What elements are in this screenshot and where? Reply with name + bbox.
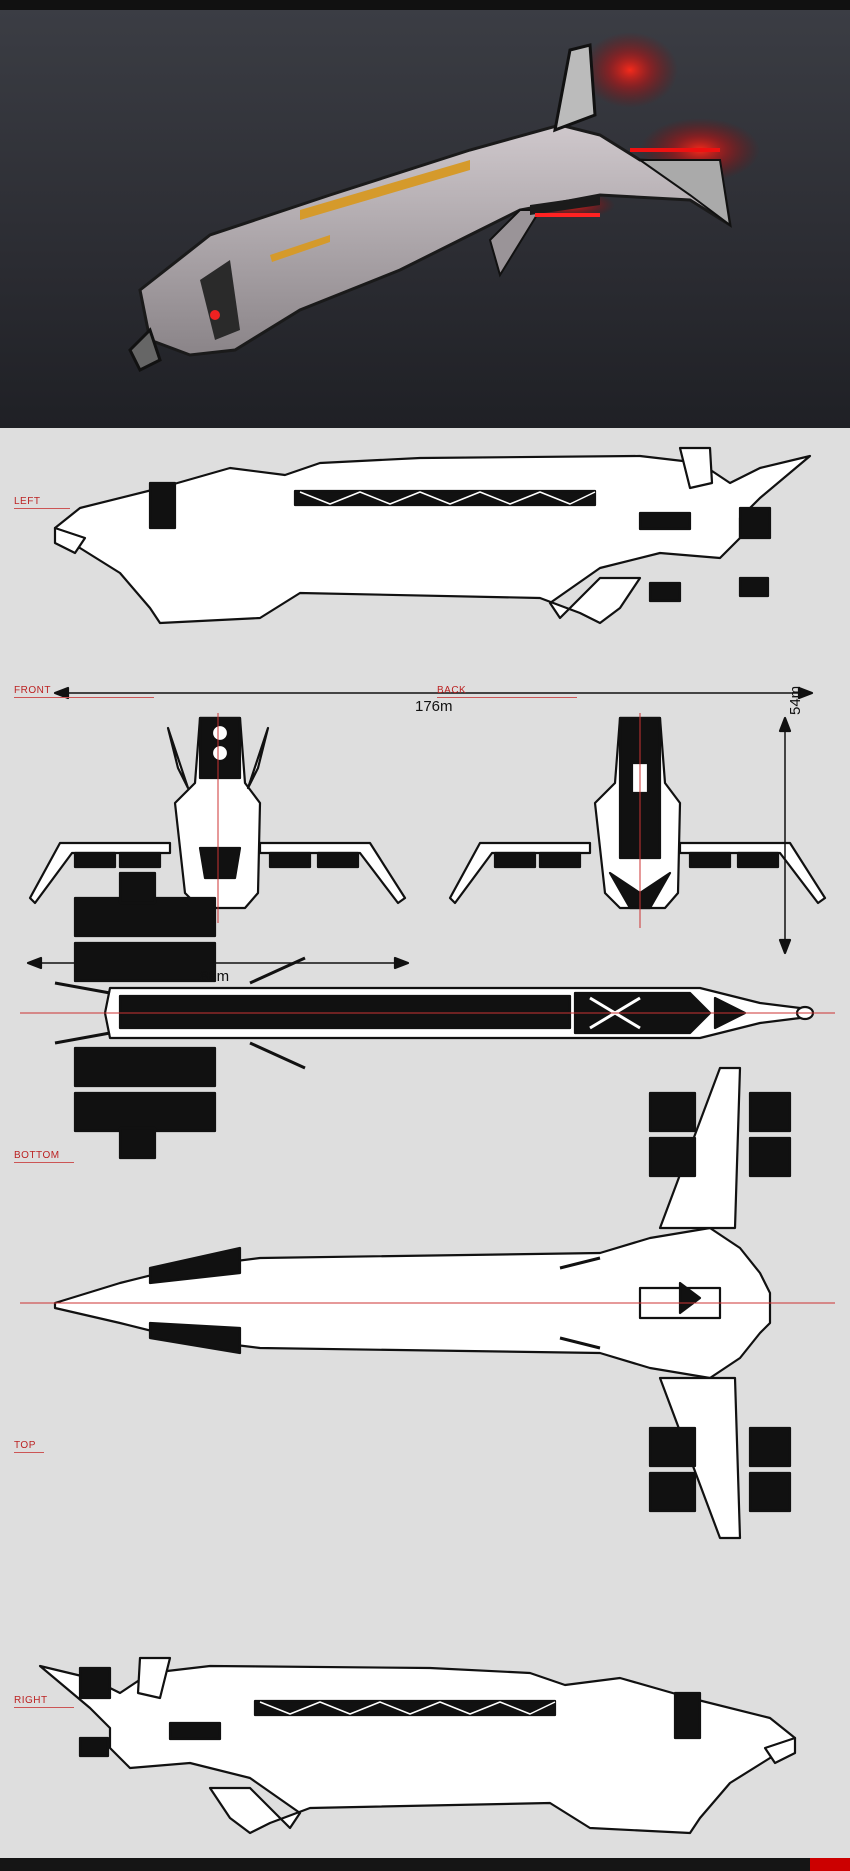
- leader-right: [14, 1707, 74, 1708]
- orthographic-sheet: LEFT 176m FRONT BACK 88m 54m BOTTOM TOP …: [0, 428, 850, 1858]
- label-front: FRONT: [14, 685, 51, 696]
- dimension-length: 176m: [415, 698, 453, 715]
- label-top: TOP: [14, 1440, 36, 1451]
- hero-render: [0, 10, 850, 428]
- bottom-bar: [0, 1858, 850, 1871]
- back-view-drawing: [448, 716, 827, 910]
- label-right: RIGHT: [14, 1695, 48, 1706]
- leader-bottom: [14, 1162, 74, 1163]
- right-view-drawing: [38, 1656, 797, 1835]
- top-bar: [0, 0, 850, 10]
- blueprint-drawings: [20, 446, 835, 1835]
- dimension-height: 54m: [787, 685, 804, 715]
- bottom-view-drawing: [54, 871, 815, 1160]
- leader-back: [437, 697, 577, 698]
- engine-glow-upper: [582, 32, 678, 108]
- dimension-width: 88m: [200, 968, 230, 985]
- accent-mark: [810, 1858, 850, 1871]
- leader-top: [14, 1452, 44, 1453]
- nose-intake: [128, 327, 162, 373]
- dorsal-fin: [553, 43, 597, 133]
- spaceship-render: [128, 32, 760, 373]
- left-view-drawing: [53, 446, 812, 625]
- label-left: LEFT: [14, 496, 41, 507]
- label-bottom: BOTTOM: [14, 1150, 60, 1161]
- leader-front: [14, 697, 154, 698]
- leader-left: [14, 508, 70, 509]
- label-back: BACK: [437, 685, 467, 696]
